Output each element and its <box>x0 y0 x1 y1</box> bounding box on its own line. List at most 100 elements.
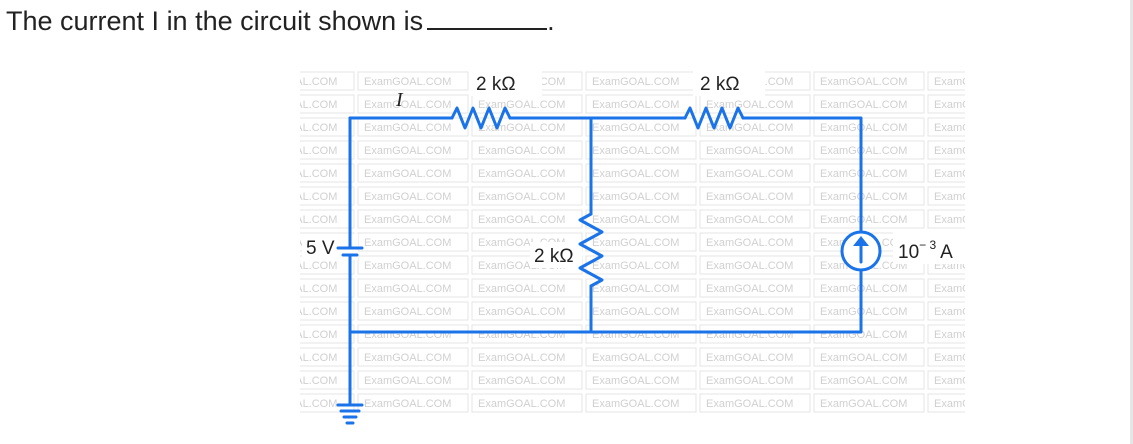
watermark-tile <box>927 71 965 91</box>
watermark-tile <box>699 278 811 298</box>
answer-blank[interactable] <box>427 4 548 30</box>
watermark-tile <box>471 347 583 367</box>
watermark-tile <box>813 324 925 344</box>
watermark-tile <box>813 117 925 137</box>
watermark-tile <box>585 324 697 344</box>
label-backdrop <box>530 242 582 268</box>
watermark-tile <box>471 301 583 321</box>
watermark-text: ExamGOAL.COM <box>478 306 565 318</box>
watermark-text: ExamGOAL.COM <box>250 375 337 387</box>
watermark-tile <box>471 370 583 390</box>
watermark-tile <box>357 209 469 229</box>
watermark-tile <box>699 347 811 367</box>
watermark-text: ExamGOAL.COM <box>364 76 451 88</box>
watermark-text: ExamGOAL.COM <box>706 398 793 410</box>
page-right-border <box>1130 0 1133 444</box>
watermark-text: ExamGOAL.COM <box>364 191 451 203</box>
watermark-text: ExamGOAL.COM <box>478 398 565 410</box>
watermark-text: ExamGOAL.COM <box>706 214 793 226</box>
watermark-text: ExamGOAL.COM <box>934 329 1021 341</box>
watermark-text: ExamGOAL.COM <box>934 306 1021 318</box>
watermark-tile <box>357 370 469 390</box>
watermark-text: ExamGOAL.COM <box>592 122 679 134</box>
watermark-tile <box>471 324 583 344</box>
watermark-text: ExamGOAL.COM <box>706 122 793 134</box>
watermark-tile <box>927 301 965 321</box>
watermark-text: ExamGOAL.COM <box>478 145 565 157</box>
label-backdrop <box>893 232 965 264</box>
watermark-tile <box>471 186 583 206</box>
watermark-text: ExamGOAL.COM <box>820 99 907 111</box>
watermark-text: ExamGOAL.COM <box>364 375 451 387</box>
watermark-tile <box>927 94 965 114</box>
watermark-tile <box>300 186 355 206</box>
watermark-text: ExamGOAL.COM <box>592 260 679 272</box>
watermark-text: ExamGOAL.COM <box>934 76 1021 88</box>
watermark-tile <box>813 186 925 206</box>
watermark-tile <box>300 278 355 298</box>
watermark-text: ExamGOAL.COM <box>706 99 793 111</box>
watermark-tile <box>699 393 811 413</box>
watermark-tile <box>585 301 697 321</box>
watermark-text: ExamGOAL.COM <box>478 375 565 387</box>
watermark-text: ExamGOAL.COM <box>706 375 793 387</box>
watermark-tile <box>357 393 469 413</box>
watermark-text: ExamGOAL.COM <box>706 191 793 203</box>
watermark-text: ExamGOAL.COM <box>250 398 337 410</box>
watermark-tile <box>585 209 697 229</box>
label-backdrop <box>693 70 765 96</box>
watermark-text: ExamGOAL.COM <box>478 352 565 364</box>
watermark-tile <box>927 278 965 298</box>
watermark-text: ExamGOAL.COM <box>250 214 337 226</box>
watermark-tile <box>585 94 697 114</box>
watermark-text: ExamGOAL.COM <box>592 145 679 157</box>
watermark-tile <box>300 255 355 275</box>
watermark-text: ExamGOAL.COM <box>934 375 1021 387</box>
watermark-tile <box>813 209 925 229</box>
watermark-text: ExamGOAL.COM <box>592 191 679 203</box>
resistor-top-right <box>683 106 745 130</box>
watermark-text: ExamGOAL.COM <box>706 306 793 318</box>
watermark-text: ExamGOAL.COM <box>934 122 1021 134</box>
watermark-tile <box>471 278 583 298</box>
watermark-tile <box>357 347 469 367</box>
watermark-text: ExamGOAL.COM <box>934 168 1021 180</box>
watermark-tile <box>699 324 811 344</box>
watermark-tile <box>699 140 811 160</box>
watermark-text: ExamGOAL.COM <box>364 168 451 180</box>
watermark-tile <box>927 347 965 367</box>
question-sentence: The current I in the circuit shown is <box>6 6 424 36</box>
watermark-text: ExamGOAL.COM <box>820 145 907 157</box>
watermark-text: ExamGOAL.COM <box>250 283 337 295</box>
watermark-tile <box>927 370 965 390</box>
watermark-tile <box>699 370 811 390</box>
watermark-text: ExamGOAL.COM <box>364 122 451 134</box>
up-arrow-icon <box>853 236 869 246</box>
watermark-text: ExamGOAL.COM <box>592 398 679 410</box>
watermark-text: ExamGOAL.COM <box>706 283 793 295</box>
watermark-tile <box>813 347 925 367</box>
watermark-text: ExamGOAL.COM <box>820 352 907 364</box>
watermark-text: ExamGOAL.COM <box>364 306 451 318</box>
watermark-tile <box>927 209 965 229</box>
watermark-text: ExamGOAL.COM <box>592 306 679 318</box>
watermark-tile <box>300 163 355 183</box>
watermark-text: ExamGOAL.COM <box>250 99 337 111</box>
watermark-tile <box>585 347 697 367</box>
watermark-text: ExamGOAL.COM <box>364 214 451 226</box>
current-source-unit: A <box>940 242 953 263</box>
watermark-tile <box>813 140 925 160</box>
watermark-text: ExamGOAL.COM <box>478 283 565 295</box>
watermark-tile <box>300 209 355 229</box>
voltage-source-label: 5 V <box>306 238 335 259</box>
watermark-text: ExamGOAL.COM <box>706 168 793 180</box>
watermark-text: ExamGOAL.COM <box>478 122 565 134</box>
watermark-text: ExamGOAL.COM <box>820 375 907 387</box>
watermark-tile <box>927 117 965 137</box>
watermark-text: ExamGOAL.COM <box>592 214 679 226</box>
watermark-text: ExamGOAL.COM <box>592 76 679 88</box>
watermark-tile <box>471 163 583 183</box>
watermark-text: ExamGOAL.COM <box>592 375 679 387</box>
watermark-text: ExamGOAL.COM <box>250 76 337 88</box>
